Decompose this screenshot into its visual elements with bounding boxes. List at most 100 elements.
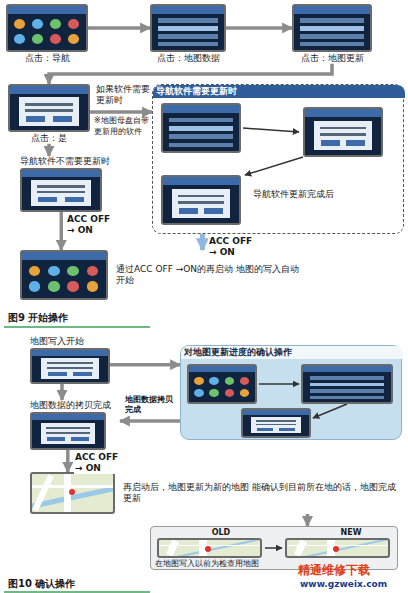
menu-icon (240, 389, 249, 397)
title-bar (152, 6, 224, 14)
region-heading: 导航软件需要更新时 (156, 86, 405, 97)
edge-label: ACC OFF → ON (66, 214, 116, 236)
dialog-box (41, 358, 99, 378)
screen-image (8, 84, 90, 132)
dialog-box (251, 417, 301, 434)
dialog-button (346, 140, 364, 146)
dialog-line (46, 427, 90, 429)
flow-arrow (47, 144, 51, 156)
map-road (294, 539, 307, 556)
menu-icon (29, 281, 41, 291)
dialog-line (25, 103, 72, 106)
dialog-box (41, 423, 96, 445)
screen-image (241, 408, 311, 438)
region-heading: 对地图更新进度的确认操作 (184, 347, 403, 358)
caption-text: 导航软件不需要更新时 (20, 156, 116, 167)
list-row (169, 118, 233, 123)
dialog-line (25, 109, 72, 112)
list-row (169, 134, 233, 139)
screen-image (301, 364, 393, 404)
caption-text: 地图数据的拷贝完成 (30, 400, 120, 411)
flow-arrow (90, 110, 152, 114)
menu-icon (14, 34, 25, 44)
dialog-button (53, 116, 72, 122)
caption-text: NEW (321, 528, 381, 538)
menu-icon (14, 19, 25, 29)
note-label: ※地图母盘自带 (94, 116, 152, 126)
inner-arrow-line (243, 128, 299, 132)
title-bar (32, 350, 108, 356)
menu-icon (225, 389, 234, 397)
menu-icon (50, 19, 61, 29)
flow-arrow (88, 26, 150, 30)
screen-image (187, 364, 257, 404)
note-label: 更新用的软件 (94, 127, 152, 137)
dialog-line (47, 367, 93, 369)
dialog-button (38, 197, 57, 202)
dialog-button (179, 208, 197, 214)
list-row (310, 383, 384, 387)
edge-label: ACC OFF → ON (208, 236, 260, 258)
screen-node: 点击：导航 (6, 4, 88, 64)
dialog-button (73, 372, 91, 376)
dialog-line (320, 133, 366, 136)
dialog-button (257, 428, 273, 431)
menu-icon (194, 377, 203, 385)
menu-icon (32, 34, 43, 44)
menu-icon (68, 19, 79, 29)
list-row (300, 26, 364, 30)
inner-arrow-line (245, 157, 303, 175)
menu-icon (67, 281, 79, 291)
dialog-box (19, 97, 78, 125)
title-bar (163, 105, 239, 113)
caption-rule (4, 326, 150, 328)
menu-icon (48, 266, 60, 276)
list-row (158, 26, 218, 30)
title-bar (10, 86, 88, 94)
caption-text: 地图写入开始 (30, 336, 110, 347)
dialog-box (31, 180, 90, 206)
menu-icon (225, 377, 234, 385)
screen-node: 点击：地图更新 (292, 4, 372, 64)
title-bar (294, 6, 370, 14)
list-row (169, 126, 233, 131)
dialog-line (178, 201, 224, 204)
edge-label: 地图数据拷贝完成 (124, 395, 178, 414)
caption-text: 通过ACC OFF →ON的再启动 地图的写入自动开始 (116, 264, 300, 286)
caption-text: 点击：导航 (6, 53, 88, 64)
caption-text: 点击：是 (8, 133, 90, 144)
list-row (158, 18, 218, 22)
dialog-button (47, 437, 65, 441)
dialog-button (279, 428, 295, 431)
title-bar (22, 252, 106, 260)
edge-label: ACC OFF → ON (74, 452, 124, 474)
screen-node: 再启动后，地图更新为新的地图 能确认到目前所在地的话，地图完成更新 (30, 472, 400, 514)
inner-arrow-line (259, 383, 299, 385)
dialog-line (178, 195, 224, 198)
menu-icon (87, 266, 99, 276)
dialog-button (321, 140, 339, 146)
flow-arrow (60, 384, 64, 400)
title-bar (22, 170, 100, 177)
inner-arrow-line (265, 547, 282, 549)
flow-arrow (200, 234, 205, 250)
menu-icon (209, 389, 218, 397)
title-bar (189, 366, 255, 372)
watermark: 精通维修下载 (298, 563, 398, 577)
map-screen-image (157, 538, 262, 558)
list-row (310, 389, 384, 393)
inner-arrow-line (313, 404, 347, 418)
screen-node: 导航软件不需要更新时 (20, 156, 116, 212)
menu-icon (67, 266, 79, 276)
screen-image (150, 4, 226, 52)
dialog-line (47, 362, 93, 364)
dialog-line (37, 191, 84, 193)
title-bar (303, 366, 391, 372)
screen-image (6, 4, 88, 52)
screen-image (30, 348, 110, 384)
screen-node: 点击：地图数据 (150, 4, 226, 64)
dialog-button (65, 197, 84, 202)
screen-image (161, 175, 241, 225)
flow-arrow (120, 419, 180, 423)
dialog-line (320, 127, 366, 130)
